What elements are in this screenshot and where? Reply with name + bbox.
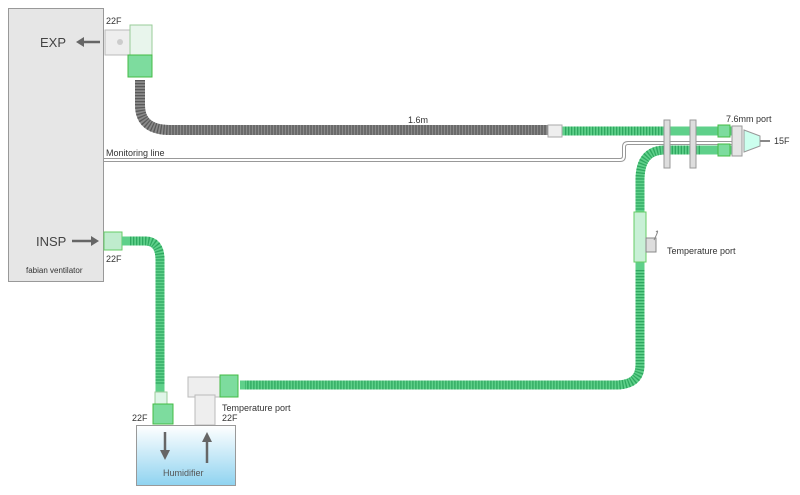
up-arrow-icon [202,432,212,463]
patient-connector-label: 15F [774,136,790,146]
ventilator-box [8,8,104,282]
insp-arrow-icon [72,236,99,246]
ventilator-humidifier-tube [103,231,174,425]
humidifier-label: Humidifier [163,468,204,478]
exp-arrow-icon [76,37,100,47]
monitoring-line-label: Monitoring line [106,148,165,158]
down-arrow-icon [160,432,170,460]
tube-length-label: 1.6m [408,115,429,125]
humidifier-box [136,425,236,486]
inspiratory-patient-tube [240,145,740,390]
exp-label: EXP [40,35,67,50]
exp-connector-label: 22F [106,16,122,26]
port-76-label: 7.6mm port [726,114,772,124]
humidifier-in-label: 22F [132,413,148,423]
patient-y-piece [743,129,761,153]
expiratory-tube [135,80,740,136]
ventilator-name: fabian ventilator [26,266,83,275]
insp-connector-label: 22F [106,254,122,264]
humidifier-out-label: 22F [222,413,238,423]
insp-label: INSP [36,234,67,249]
temperature-port-lower-label: Temperature port [222,403,291,413]
temperature-port-upper-label: Temperature port [667,246,736,256]
